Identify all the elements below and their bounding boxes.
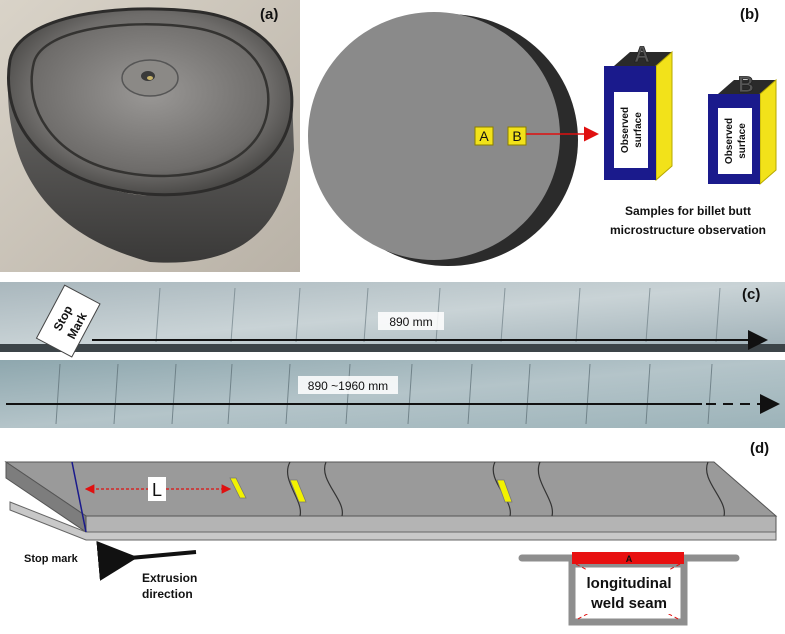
cube-a-letter: A	[634, 42, 650, 67]
extrusion-arrow	[96, 540, 197, 581]
panel-c-profile-photo: Stop Mark 890 mm 890 ~1960 mm (c)	[0, 282, 785, 428]
mark-a-text: A	[479, 128, 489, 144]
caption-line1: Samples for billet butt	[625, 204, 751, 218]
panel-c-svg: Stop Mark 890 mm 890 ~1960 mm	[0, 282, 785, 428]
panel-b-svg: A B A Observed surface B Observed surfac…	[308, 12, 777, 266]
cube-a-observed-line2: surface	[633, 112, 644, 148]
panel-b-label: (b)	[740, 6, 760, 23]
marker-2	[289, 479, 307, 503]
panel-c-label: (c)	[742, 286, 761, 303]
profile-body	[4, 461, 778, 541]
weld-line2: weld seam	[590, 595, 667, 612]
dim-bottom-bg	[298, 376, 398, 394]
disc-face	[308, 12, 560, 260]
mark-b-text: B	[512, 128, 521, 144]
panel-a-billet-photo: (a)	[0, 0, 300, 272]
weld-label-bg	[584, 570, 674, 614]
billet-butt-photo	[0, 0, 300, 272]
stop-mark-text: Stop mark	[24, 553, 79, 565]
length-label-bg	[148, 477, 166, 501]
panel-d-label: (d)	[750, 440, 770, 457]
marker-1	[229, 477, 247, 499]
mark-a-square	[474, 126, 494, 146]
cube-b-observed-line2: surface	[737, 123, 748, 159]
cube-b-observed-line1: Observed	[724, 118, 735, 164]
cube-a-observed-line1: Observed	[620, 107, 631, 153]
dim-top-text: 890 mm	[389, 315, 432, 329]
caption-line2: microstructure observation	[610, 223, 766, 237]
stop-mark-tag: Stop Mark	[35, 284, 101, 358]
marker-3	[496, 479, 513, 503]
cube-a: A Observed surface	[604, 42, 673, 182]
mark-b-square	[507, 126, 527, 146]
dim-bottom-text: 890 ~1960 mm	[308, 379, 388, 393]
section-mark: A	[626, 554, 633, 564]
weld-seam	[572, 552, 684, 564]
stop-mark-line	[71, 461, 87, 533]
panel-a-label: (a)	[260, 6, 279, 23]
length-label: L	[152, 480, 162, 500]
panel-b-sampling-diagram: A B A Observed surface B Observed surfac…	[300, 0, 785, 272]
extrusion-line1: Extrusion	[142, 571, 197, 585]
dim-top-bg	[378, 312, 444, 330]
cross-section: A longitudinal weld seam	[518, 552, 740, 626]
cube-b: B Observed surface	[708, 72, 777, 186]
extrusion-line2: direction	[142, 587, 193, 601]
weld-line1: longitudinal	[587, 575, 672, 592]
cube-b-letter: B	[738, 72, 754, 97]
panel-d-svg: L Stop mark Extrusion direction A longit…	[4, 461, 778, 626]
panel-d-profile-schematic: L Stop mark Extrusion direction A longit…	[0, 440, 785, 629]
